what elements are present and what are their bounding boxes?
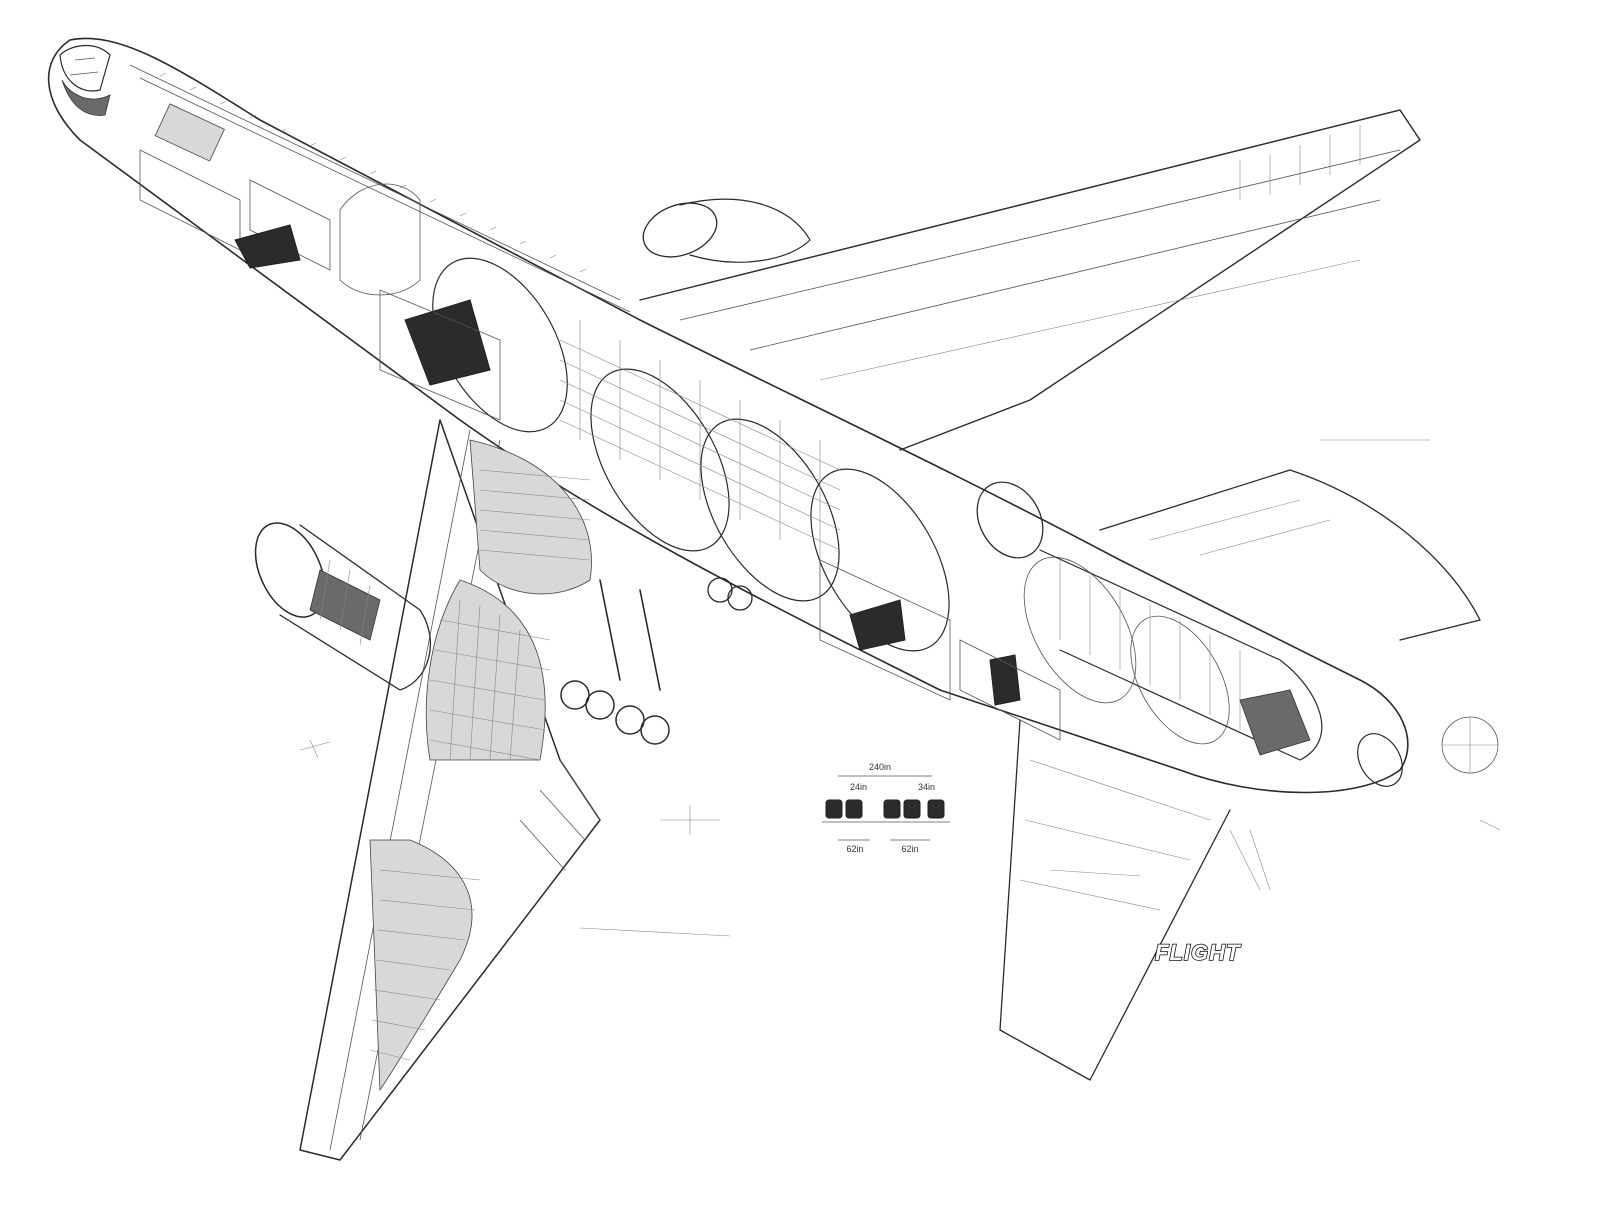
rear-engine-section <box>976 481 1403 787</box>
right-engine-nacelle <box>642 198 811 263</box>
seat-row <box>825 799 945 819</box>
left-wing <box>299 419 601 1161</box>
tail-exhaust-circle <box>1441 716 1499 774</box>
seat-pitch-label: 34in <box>918 782 935 792</box>
forward-cabin <box>139 103 501 421</box>
aft-cabin <box>819 559 1061 741</box>
fuselage-frames <box>432 257 1230 745</box>
left-engine-nacelle <box>254 522 432 691</box>
flight-logo: FLIGHT <box>1155 940 1241 965</box>
overall-width-label: 240in <box>869 762 891 772</box>
annotation-marks <box>299 439 1501 937</box>
main-landing-gear <box>560 577 753 745</box>
aisle-width-label: 24in <box>850 782 867 792</box>
horizontal-stabilizer-lower <box>999 719 1231 1081</box>
seat-pair-right-label: 62in <box>901 844 918 854</box>
horizontal-stabilizer-upper <box>1099 469 1481 641</box>
right-wing <box>639 109 1421 451</box>
seat-pair-left-label: 62in <box>846 844 863 854</box>
fuselage <box>47 37 1409 794</box>
window-row <box>129 64 631 313</box>
seat-cross-section-inset: 240in 24in 34in 62in 62in <box>822 762 950 854</box>
mid-cabin-seats <box>559 320 841 560</box>
